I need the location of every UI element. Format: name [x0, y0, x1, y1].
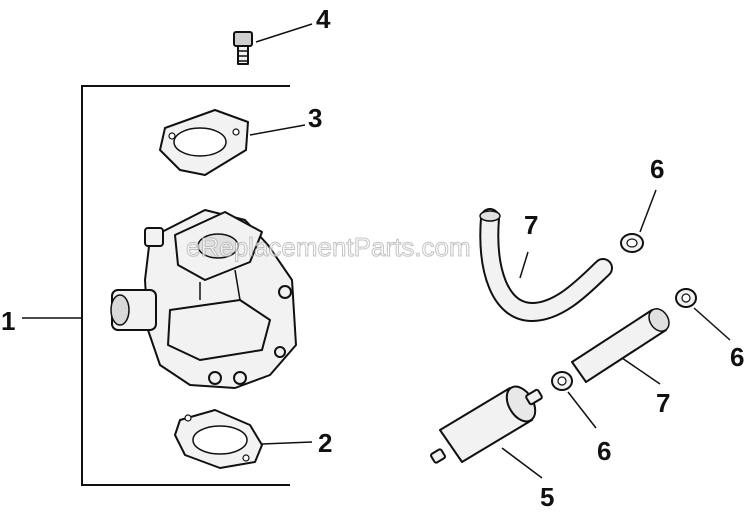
callout-1: 1 [1, 306, 15, 336]
leader-7a [519, 251, 529, 279]
callout-2: 2 [318, 428, 332, 458]
part-screw[interactable] [233, 31, 253, 65]
part-gasket-bottom[interactable] [174, 409, 263, 469]
callout-6-top: 6 [650, 154, 664, 184]
part-fuel-hose-straight[interactable] [571, 305, 673, 383]
callout-7-upper: 7 [524, 210, 538, 240]
callout-3: 3 [308, 103, 322, 133]
callout-6-lower: 6 [597, 436, 611, 466]
leader-4 [255, 23, 313, 43]
part-clamp-top[interactable] [620, 233, 644, 253]
leader-5 [501, 447, 543, 479]
callout-4: 4 [316, 4, 331, 34]
part-gasket-top[interactable] [159, 109, 249, 176]
part-fuel-hose-bent[interactable] [479, 208, 613, 323]
leader-3 [249, 124, 306, 136]
part-carburetor[interactable] [110, 209, 297, 389]
callout-6-right: 6 [730, 342, 744, 372]
callout-7-lower: 7 [656, 388, 670, 418]
part-fuel-filter[interactable] [430, 382, 543, 464]
part-clamp-lower[interactable] [551, 371, 573, 391]
leader-6b [693, 307, 731, 341]
watermark: eReplacementParts.com [186, 232, 471, 262]
part-clamp-right[interactable] [675, 288, 697, 308]
leader-2 [261, 441, 313, 445]
callout-5: 5 [540, 482, 554, 512]
assembly-bracket [81, 85, 290, 486]
leader-6c [567, 391, 597, 429]
leader-7b [621, 357, 661, 385]
leader-6a [639, 189, 657, 233]
